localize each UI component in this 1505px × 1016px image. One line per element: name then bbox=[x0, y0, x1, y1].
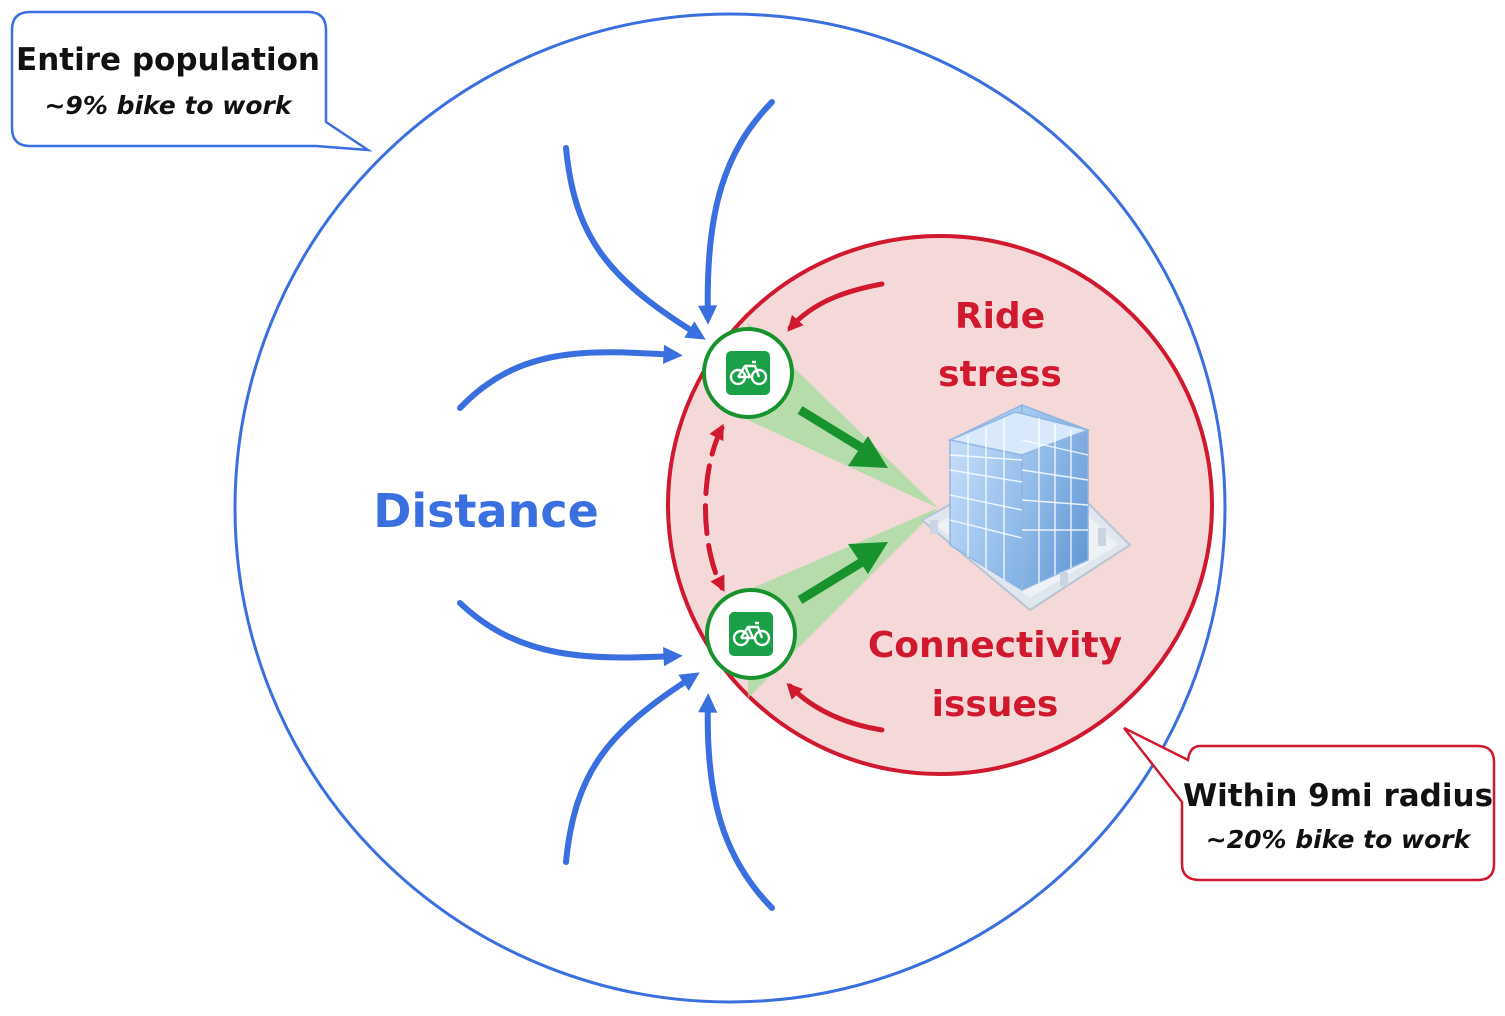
commute-arrowhead bbox=[848, 436, 888, 468]
connectivity-label-line2: issues bbox=[932, 684, 1059, 725]
distance-arrow bbox=[457, 600, 683, 667]
distance-arrow bbox=[563, 145, 706, 340]
link-arrow bbox=[703, 423, 725, 592]
ride-stress-label: Ride bbox=[955, 296, 1045, 337]
lower-cone bbox=[748, 508, 938, 698]
distance-arrow bbox=[698, 693, 775, 911]
radius-callout-subtitle: ~20% bike to work bbox=[1206, 825, 1472, 854]
ride-stress-label-line2: stress bbox=[938, 354, 1062, 395]
commute-arrowhead bbox=[848, 542, 888, 574]
connectivity-label: Connectivity bbox=[868, 625, 1122, 666]
ride-stress-arrow bbox=[787, 281, 885, 332]
distance-arrow bbox=[563, 672, 700, 865]
population-callout: Entire population ~9% bike to work bbox=[10, 10, 373, 152]
population-callout-subtitle: ~9% bike to work bbox=[44, 91, 292, 120]
stress-arrows bbox=[703, 281, 885, 733]
radius-callout: Within 9mi radius ~20% bike to work bbox=[1123, 726, 1496, 882]
distance-label: Distance bbox=[373, 484, 599, 538]
distance-arrows bbox=[457, 99, 775, 911]
distance-arrow bbox=[457, 344, 683, 411]
commute-arrows bbox=[797, 406, 888, 604]
commute-arrow bbox=[797, 558, 865, 604]
upper-cone bbox=[748, 323, 938, 508]
radius-callout-title: Within 9mi radius bbox=[1183, 778, 1493, 814]
upper-bike-station bbox=[702, 327, 794, 419]
distance-arrow bbox=[697, 99, 775, 325]
population-callout-title: Entire population bbox=[16, 42, 320, 78]
lower-bike-station bbox=[705, 588, 797, 680]
connectivity-arrow bbox=[786, 683, 885, 733]
population-circle bbox=[233, 12, 1227, 1004]
commute-arrow bbox=[797, 406, 865, 452]
office-building-icon bbox=[920, 403, 1132, 612]
